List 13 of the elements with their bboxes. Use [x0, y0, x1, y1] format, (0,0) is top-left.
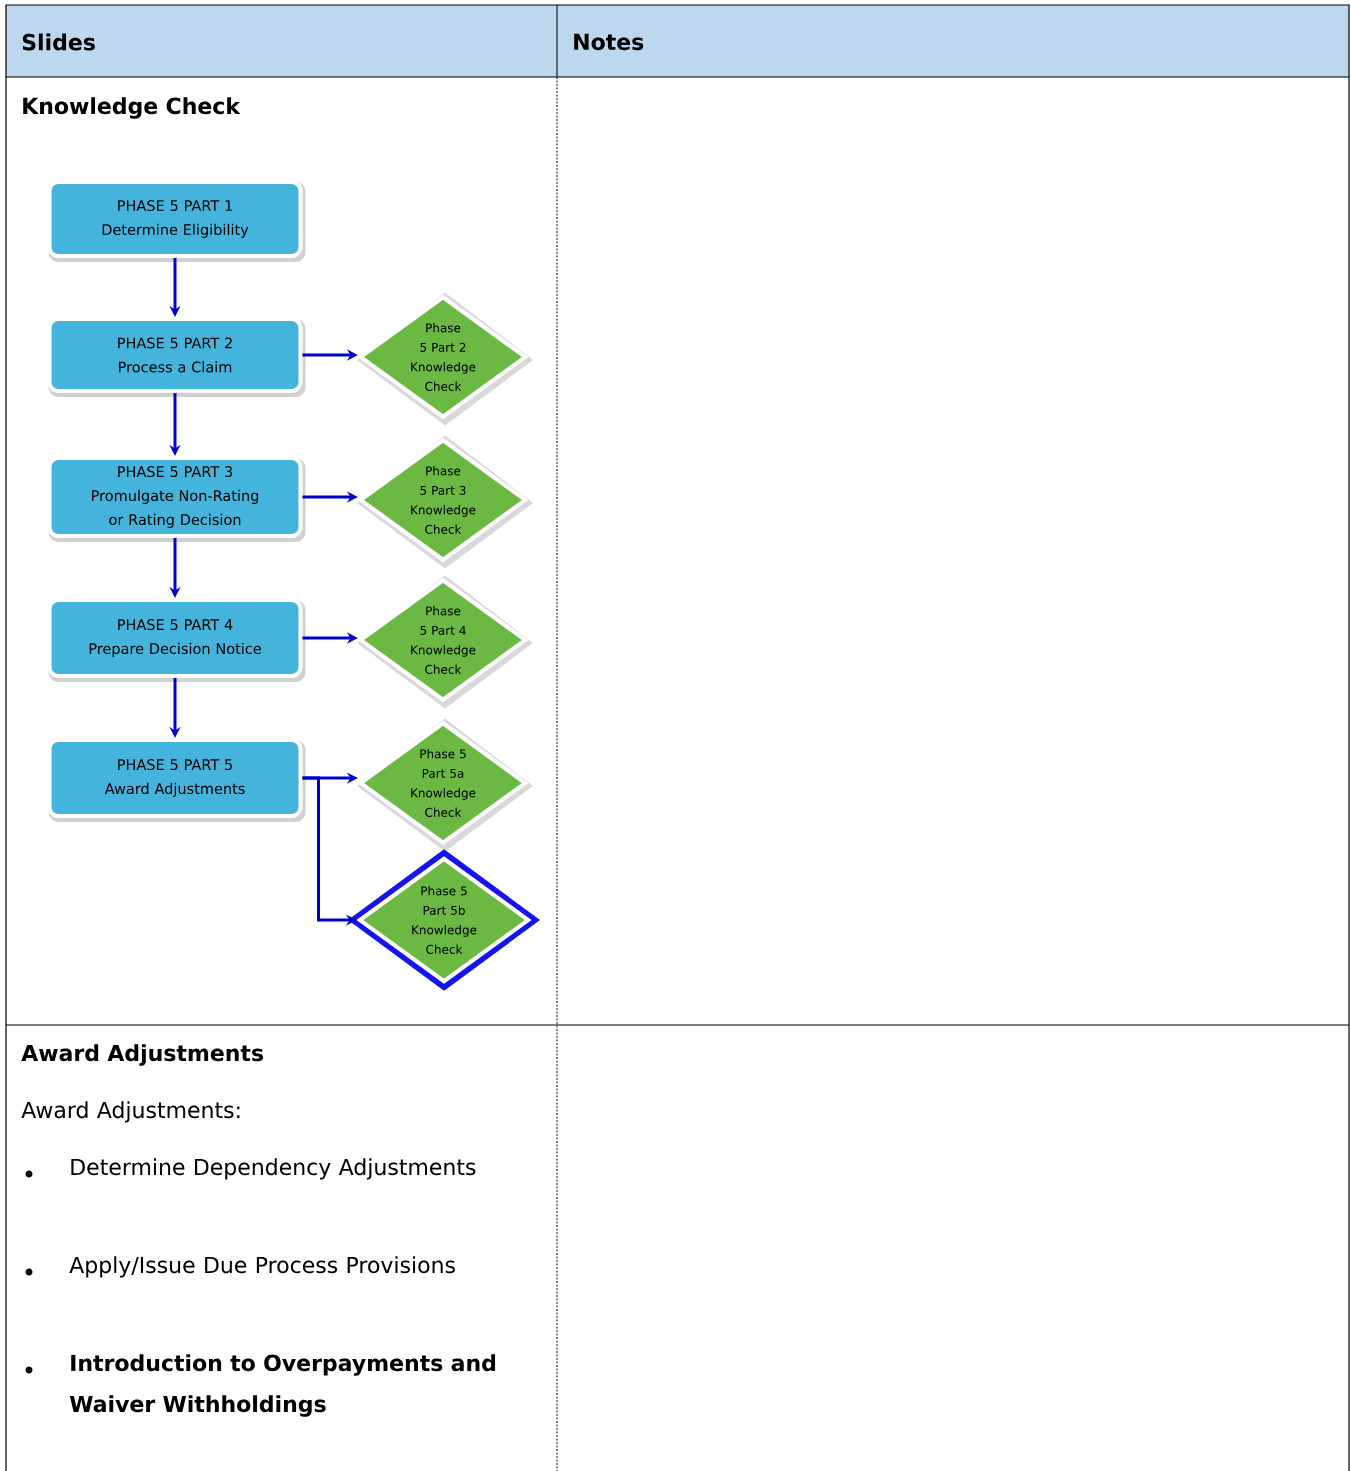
process-box: PHASE 5 PART 2 Process a Claim: [47, 317, 306, 397]
process-box: PHASE 5 PART 1 Determine Eligibility: [47, 180, 306, 262]
body-text: Award Adjustments:: [21, 1101, 240, 1123]
header-cell: Slides: [6, 5, 557, 77]
process-box: PHASE 5 PART 3 Promulgate Non-Rating or Rating Decision: [47, 456, 306, 542]
process-box: PHASE 5 PART 4 Prepare Decision Notice: [47, 598, 306, 682]
bullet-item: Apply/Issue Due Process Provisions: [25, 1256, 455, 1278]
header-cell: Notes: [557, 5, 1349, 77]
bullet-item: Introduction to Overpayments and Waiver Withholdings: [25, 1354, 496, 1417]
process-box: PHASE 5 PART 5 Award Adjustments: [47, 738, 306, 822]
cell-heading: Knowledge Check: [23, 97, 241, 119]
cell-heading: Award Adjustments: [21, 1044, 263, 1066]
bullet-item: Determine Dependency Adjustments: [25, 1158, 476, 1180]
